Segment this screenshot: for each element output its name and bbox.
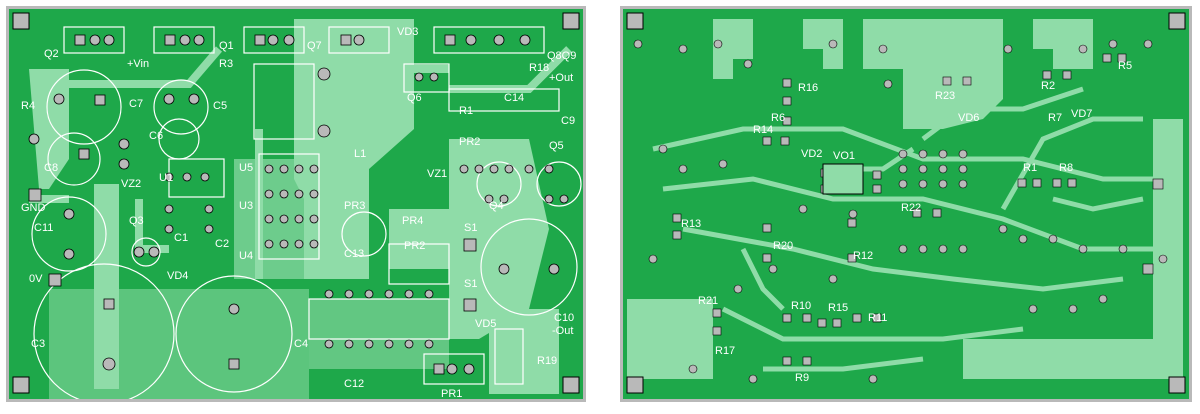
label-gnd: GND — [21, 202, 46, 214]
label-pr1: PR1 — [441, 388, 462, 399]
label-q4: Q4 — [489, 200, 504, 212]
label-u5: U5 — [239, 162, 253, 174]
label-r17: R17 — [715, 345, 735, 357]
label-r10: R10 — [791, 300, 811, 312]
label-c2: C2 — [215, 238, 229, 250]
label-r15: R15 — [828, 302, 848, 314]
label-vz2: VZ2 — [121, 178, 141, 190]
label-r4: R4 — [21, 100, 35, 112]
pcb-top-svg: Q2 +Vin Q1 R3 Q7 VD3 Q8Q9 R18 +Out R4 C7… — [12, 12, 582, 399]
pads — [28, 34, 569, 375]
label-u4: U4 — [239, 250, 253, 262]
label-c3: C3 — [31, 338, 45, 350]
label-vd3: VD3 — [397, 26, 418, 38]
label-s1b: S1 — [464, 278, 477, 290]
label-r14: R14 — [753, 124, 773, 136]
label-vd5: VD5 — [475, 318, 496, 330]
label-l1: L1 — [354, 148, 366, 160]
label-vo1: VO1 — [833, 150, 855, 162]
label-r8: R8 — [1059, 162, 1073, 174]
label-u3: U3 — [239, 200, 253, 212]
label-pr3: PR3 — [344, 200, 365, 212]
label-c9: C9 — [561, 115, 575, 127]
label-plus-out: +Out — [549, 72, 573, 84]
label-r6: R6 — [771, 112, 785, 124]
label-r1: R1 — [1023, 162, 1037, 174]
pcb-bottom-view: R16 R23 R2 R5 VD6 R6 R14 R7 VD7 VD2 VO1 … — [620, 6, 1192, 402]
label-c10: C10 — [554, 312, 574, 324]
label-c7: C7 — [129, 98, 143, 110]
label-c8: C8 — [44, 162, 58, 174]
label-zero-v: 0V — [29, 273, 43, 285]
label-r3: R3 — [219, 58, 233, 70]
label-r2: R2 — [1041, 80, 1055, 92]
label-r18: R18 — [529, 62, 549, 74]
label-vd2: VD2 — [801, 148, 822, 160]
pcb-bottom-svg: R16 R23 R2 R5 VD6 R6 R14 R7 VD7 VD2 VO1 … — [626, 12, 1186, 394]
label-c6: C6 — [149, 130, 163, 142]
label-c5: C5 — [213, 100, 227, 112]
label-u1: U1 — [159, 172, 173, 184]
component-labels: Q2 +Vin Q1 R3 Q7 VD3 Q8Q9 R18 +Out R4 C7… — [21, 26, 576, 399]
label-pr2a: PR2 — [459, 136, 480, 148]
label-r19: R19 — [537, 355, 557, 367]
label-r23: R23 — [935, 90, 955, 102]
label-vd6: VD6 — [958, 112, 979, 124]
label-r1: R1 — [459, 105, 473, 117]
label-q8q9: Q8Q9 — [547, 50, 576, 62]
label-r12: R12 — [853, 250, 873, 262]
label-vd7: VD7 — [1071, 108, 1092, 120]
label-q5: Q5 — [549, 140, 564, 152]
label-c12: C12 — [344, 378, 364, 390]
label-vd4: VD4 — [167, 270, 188, 282]
label-c11: C11 — [34, 222, 53, 234]
mounting-corners — [626, 12, 1186, 394]
pcb-top-view: Q2 +Vin Q1 R3 Q7 VD3 Q8Q9 R18 +Out R4 C7… — [6, 6, 586, 402]
label-r21: R21 — [698, 295, 718, 307]
component-labels: R16 R23 R2 R5 VD6 R6 R14 R7 VD7 VD2 VO1 … — [681, 60, 1132, 384]
trace-group — [652, 86, 1183, 372]
label-q1: Q1 — [219, 40, 234, 52]
label-q2: Q2 — [44, 48, 59, 60]
label-r7: R7 — [1048, 112, 1062, 124]
label-r13: R13 — [681, 218, 701, 230]
label-c13: C13 — [344, 248, 364, 260]
label-vz1: VZ1 — [427, 168, 447, 180]
label-q7: Q7 — [307, 40, 322, 52]
label-c14: C14 — [504, 92, 524, 104]
label-r16: R16 — [798, 82, 818, 94]
mounting-corners — [12, 12, 580, 394]
label-pr2b: PR2 — [404, 240, 425, 252]
label-r20: R20 — [773, 240, 793, 252]
copper-pour — [627, 19, 1183, 379]
optocoupler-vo1 — [822, 163, 864, 195]
label-c1: C1 — [174, 232, 188, 244]
label-q3: Q3 — [129, 215, 144, 227]
label-pr4: PR4 — [402, 215, 423, 227]
label-minus-out: -Out — [552, 325, 573, 337]
label-vin: +Vin — [127, 58, 149, 70]
label-r11: R11 — [868, 312, 887, 324]
silkscreen — [31, 26, 582, 399]
label-s1a: S1 — [464, 222, 477, 234]
label-q6: Q6 — [407, 92, 422, 104]
label-r5: R5 — [1118, 60, 1132, 72]
vias — [633, 39, 1168, 384]
label-r22: R22 — [901, 202, 921, 214]
label-c4: C4 — [294, 338, 308, 350]
label-r9: R9 — [795, 372, 809, 384]
